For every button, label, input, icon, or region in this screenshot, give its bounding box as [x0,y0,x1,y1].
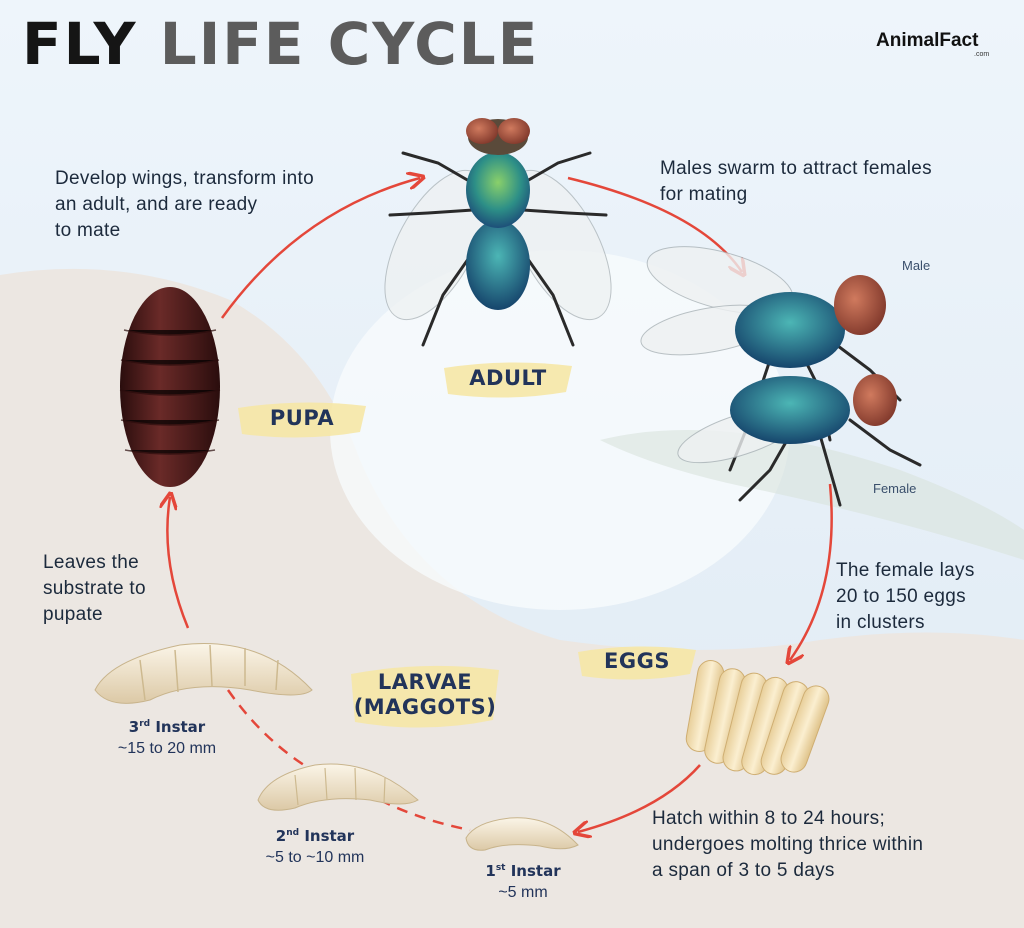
stage-label-adult: ADULT [469,366,547,390]
larva-2nd-instar [257,763,419,811]
adult-label-brush [444,362,572,398]
adult-fly [384,118,612,347]
stage-label-larvae: LARVAE (MAGGOTS) [353,670,497,719]
pupa-image [119,287,221,487]
description-mating: Males swarm to attract females for matin… [660,158,932,205]
label-male: Male [902,258,931,273]
arrow-pupa-to-adult [220,178,420,319]
brand-logo-sub: .com [974,51,990,58]
label-female: Female [873,481,917,496]
eggs-label-brush [578,646,696,680]
brand-logo: AnimalFact [876,30,979,51]
description-hatch: Hatch within 8 to 24 hours; undergoes mo… [652,808,924,881]
page-title: FLY LIFE CYCLE [22,10,539,80]
instar-label-3rd: 3rd Instar ~15 to 20 mm [117,718,217,757]
instar-label-1st: 1st Instar ~5 mm [485,862,561,901]
larva-1st-instar [465,817,579,851]
eggs-image [685,660,830,776]
description-develop: Develop wings, transform into an adult, … [55,168,314,241]
larvae-label-brush [351,665,499,728]
description-leaves: Leaves the substrate to pupate [43,552,146,625]
mating-flies [640,246,922,507]
description-eggs: The female lays 20 to 150 eggs in cluste… [836,560,975,633]
larva-3rd-instar [94,642,313,704]
arrow-eggs-to-larva [578,764,701,832]
arrow-mating-to-eggs [790,483,833,660]
instar-label-2nd: 2nd Instar ~5 to ~10 mm [265,827,365,866]
stage-label-pupa: PUPA [269,406,335,430]
stage-label-eggs: EGGS [604,649,670,673]
title-part-2: LIFE CYCLE [159,10,540,78]
arrow-larva-to-pupa [167,497,190,629]
pupa-label-brush [238,402,366,438]
title-part-1: FLY [22,10,138,78]
